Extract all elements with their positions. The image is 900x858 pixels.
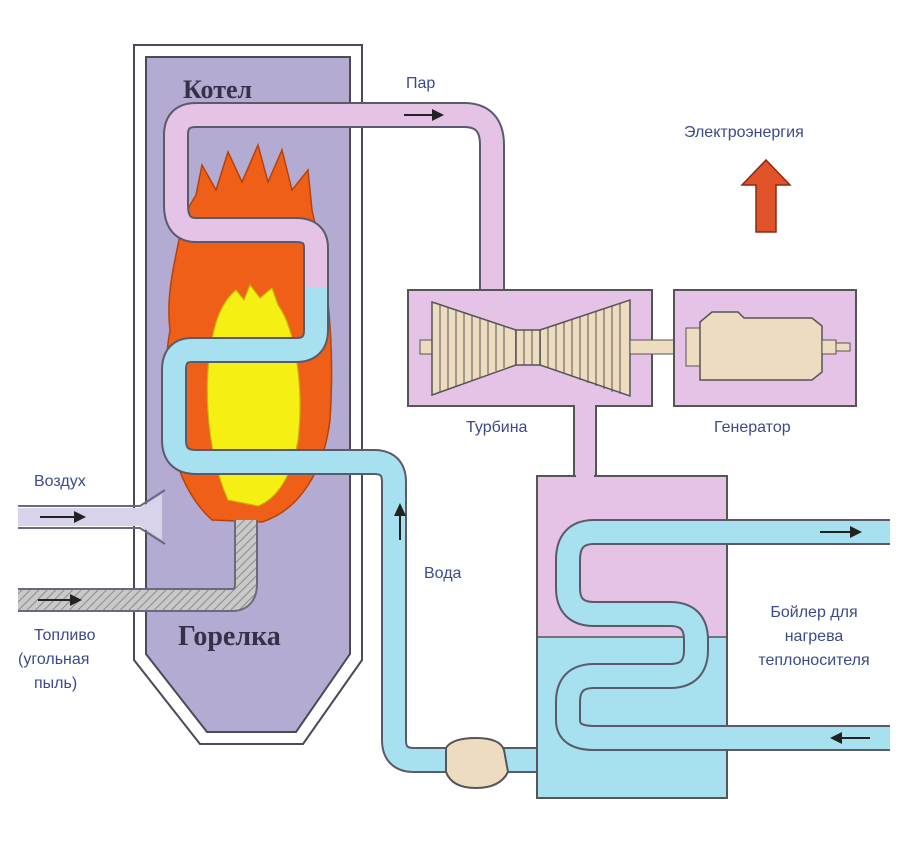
heater-label-line3: теплоносителя [758,652,869,669]
fuel-label-line1: Топливо [34,627,96,644]
exhaust-duct [573,404,597,479]
air-label: Воздух [34,473,86,490]
fuel-label-line2: (угольная [18,651,89,668]
turbine-label: Турбина [466,419,528,436]
generator-label: Генератор [714,419,791,436]
steam-pipe [163,102,505,295]
generator [673,289,857,407]
air-pipe [18,489,166,545]
heater-label-line2: нагрева [785,628,844,645]
boiler-label: Котел [183,75,252,104]
burner-label: Горелка [178,621,281,652]
coil [555,519,890,751]
electricity-label: Электроэнергия [684,124,804,141]
turbine [407,289,679,407]
electricity-arrow [740,158,792,233]
heater-label-line1: Бойлер для [770,604,857,621]
water-label: Вода [424,565,462,582]
steam-label: Пар [406,75,435,92]
fuel-pipe [18,520,258,612]
fuel-label-line3: пыль) [34,675,77,692]
water-pipe [161,288,540,773]
pump [445,736,510,790]
